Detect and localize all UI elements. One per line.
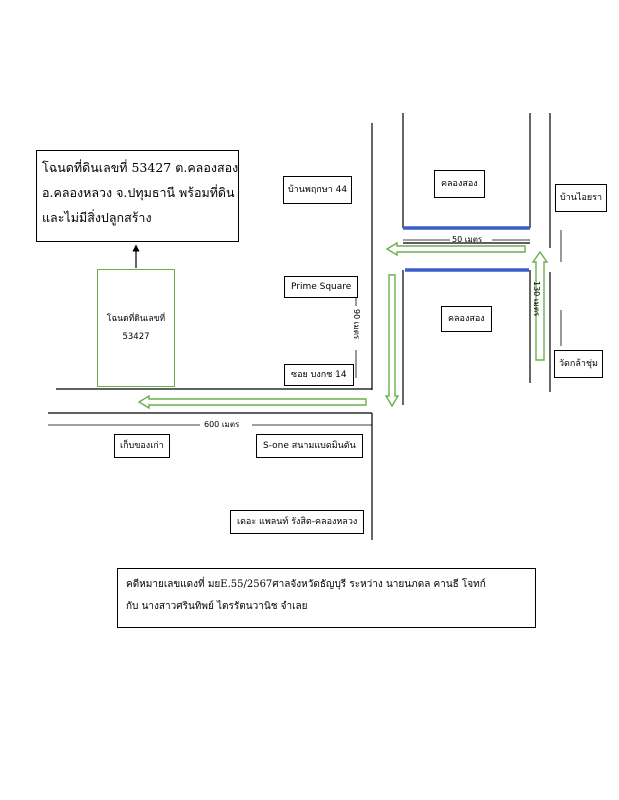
parcel-label: โฉนดที่ดินเลขที่ xyxy=(106,314,166,324)
landmark-khlong-song-top: คลองสอง xyxy=(434,170,485,198)
landmark-ban-ua-athon: บ้านไอยรา xyxy=(555,184,608,212)
landmark-prime-square: Prime Square xyxy=(284,276,359,298)
roads xyxy=(48,113,551,540)
landmark-s-one: S-one สนามแบดมินตัน xyxy=(256,434,363,458)
landmark-kep-khong: เก็บของเก่า xyxy=(114,434,170,458)
case-info-line-1: คดีหมายเลขแดงที่ มยE.55/2567ศาลจังหวัดธั… xyxy=(126,579,486,590)
case-info-line-2: กับ นางสาวศรินทิพย์ ไตรรัตนวานิช จำเลย xyxy=(126,601,308,612)
landmark-ban-pruksa: บ้านพฤกษา 44 xyxy=(283,176,353,204)
title-line-1: โฉนดที่ดินเลขที่ 53427 ต.คลองสอง xyxy=(42,160,239,175)
parcel-53427: โฉนดที่ดินเลขที่ 53427 xyxy=(97,269,175,387)
distance-130m: 130 เมตร xyxy=(532,281,541,317)
route-arrow-up-right xyxy=(531,250,549,361)
route-arrow-down xyxy=(384,274,400,408)
title-line-2: อ.คลองหลวง จ.ปทุมธานี พร้อมที่ดิน xyxy=(42,185,235,200)
landmark-the-plant: เดอะ แพลนท์ รังสิต-คลองหลวง xyxy=(230,510,365,534)
title-box: โฉนดที่ดินเลขที่ 53427 ต.คลองสอง อ.คลองห… xyxy=(36,150,239,242)
parcel-number: 53427 xyxy=(122,332,150,342)
title-line-3: และไม่มีสิ่งปลูกสร้าง xyxy=(42,210,152,225)
distance-90m: 90 เมตร xyxy=(352,309,361,340)
landmark-khlong-song-mid: คลองสอง xyxy=(441,306,492,332)
landmark-wat: วัดกล้าชุ่ม xyxy=(554,350,603,378)
distance-600m: 600 เมตร xyxy=(204,420,240,429)
landmark-soi-bongkot: ซอย บงกช 14 xyxy=(284,364,354,386)
route-arrow-left-top xyxy=(385,241,526,257)
distance-50m: 50 เมตร xyxy=(452,235,483,244)
case-info-box: คดีหมายเลขแดงที่ มยE.55/2567ศาลจังหวัดธั… xyxy=(117,568,536,628)
route-arrow-left-bottom xyxy=(137,394,367,410)
route-arrows xyxy=(137,241,549,410)
